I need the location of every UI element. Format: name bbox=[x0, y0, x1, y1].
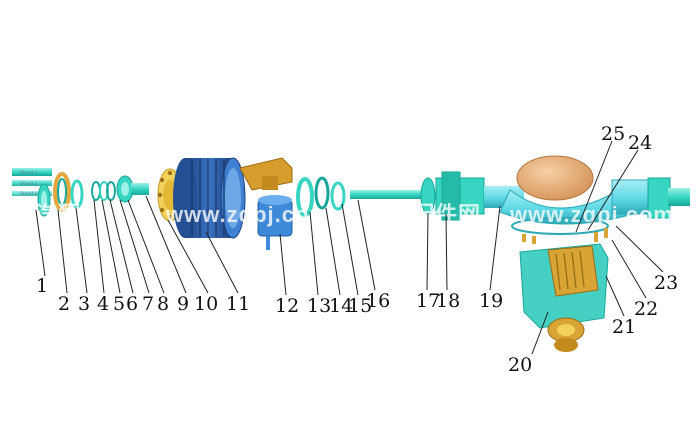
part-small-shaft-left bbox=[12, 168, 52, 196]
part-number-label: 24 bbox=[628, 132, 652, 154]
part-number-label: 19 bbox=[479, 290, 503, 312]
part-number-label: 3 bbox=[78, 293, 90, 315]
part-21-22-23-bolts bbox=[522, 228, 608, 244]
part-12-brake-chamber bbox=[239, 157, 293, 250]
part-number-label: 22 bbox=[634, 298, 658, 320]
part-13-ring bbox=[296, 177, 314, 217]
part-11-brake-drum bbox=[173, 157, 246, 239]
part-3-ring bbox=[70, 179, 84, 209]
small-spec-labels: Stand a Stand a Stand a bbox=[20, 170, 38, 197]
part-number-label: 16 bbox=[366, 290, 390, 312]
part-number-label: 2 bbox=[58, 293, 70, 315]
part-number-label: 18 bbox=[436, 290, 460, 312]
part-number-label: 25 bbox=[601, 123, 625, 145]
part-number-label: 23 bbox=[654, 272, 678, 294]
part-number-label: 17 bbox=[416, 290, 440, 312]
small-label-2: Stand a bbox=[20, 181, 38, 187]
part-number-label: 9 bbox=[177, 293, 189, 315]
part-number-label: 6 bbox=[126, 293, 138, 315]
watermark-url-1: www.zqpj.com bbox=[165, 202, 330, 227]
part-number-label: 7 bbox=[142, 293, 154, 315]
small-label-1: Stand a bbox=[20, 170, 38, 176]
watermark-band: 重汽配件网 www.zqpj.com 重汽配件网 www.zqpj.com bbox=[12, 202, 674, 227]
watermark-cn-1: 重汽配件网 bbox=[12, 202, 127, 227]
part-20-differential bbox=[519, 243, 609, 352]
part-number-label: 1 bbox=[36, 275, 48, 297]
part-number-label: 14 bbox=[329, 295, 353, 317]
watermark-cn-2: 重汽配件网 bbox=[366, 202, 481, 227]
part-number-label: 13 bbox=[307, 295, 331, 317]
part-number-label: 8 bbox=[157, 293, 169, 315]
part-2-seal-ring bbox=[53, 172, 71, 212]
small-label-3: Stand a bbox=[20, 191, 38, 197]
part-4-5-6-washers bbox=[91, 181, 116, 201]
part-number-label: 10 bbox=[194, 293, 218, 315]
leader-lines bbox=[35, 140, 664, 355]
part-number-label: 11 bbox=[226, 293, 250, 315]
part-number-label: 4 bbox=[97, 293, 109, 315]
part-number-label: 12 bbox=[275, 295, 299, 317]
part-number-label: 20 bbox=[508, 354, 532, 376]
part-18-axle-housing-left bbox=[435, 171, 524, 221]
part-number-label: 5 bbox=[113, 293, 125, 315]
watermark-url-2: www.zqpj.com bbox=[509, 202, 674, 227]
part-number-label: 21 bbox=[612, 316, 636, 338]
part-19-housing-body bbox=[499, 155, 690, 235]
part-16-half-shaft bbox=[350, 190, 430, 199]
part-1-hub-cap bbox=[37, 183, 51, 217]
part-14-ring bbox=[314, 176, 330, 210]
part-7-8-9-bearing bbox=[116, 175, 149, 203]
part-15-ring bbox=[330, 181, 346, 211]
part-number-label: 15 bbox=[348, 295, 372, 317]
part-number-labels: 1 2 3 4 5 6 7 8 9 10 11 12 13 14 15 16 1… bbox=[36, 123, 678, 376]
